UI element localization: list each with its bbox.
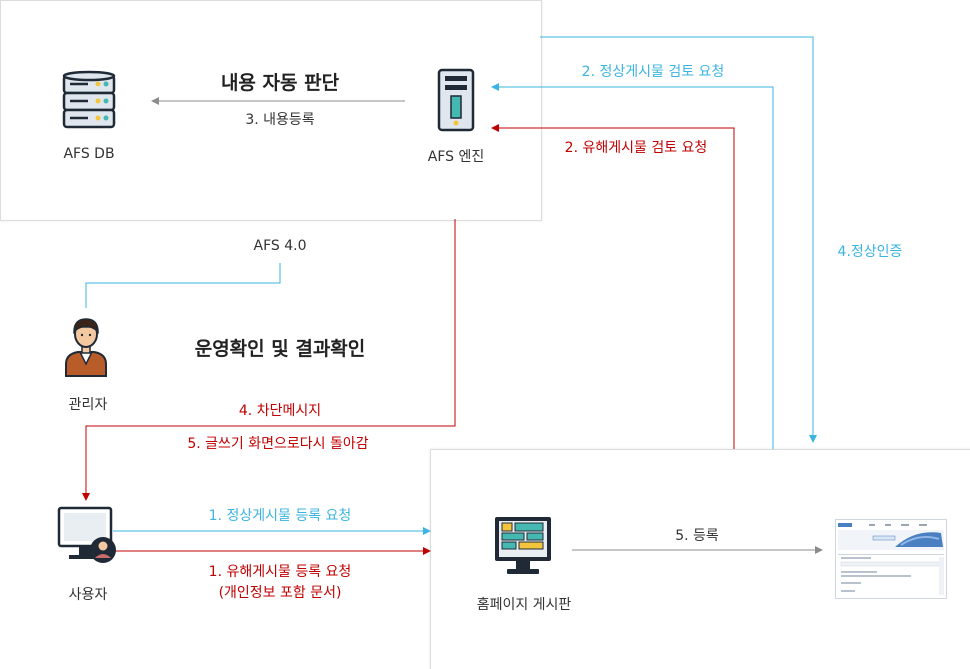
server-icon [437, 68, 475, 132]
admin-label: 관리자 [68, 397, 108, 413]
afs-version-label: AFS 4.0 [253, 238, 307, 254]
block-message-label: 4. 차단메시지 [238, 403, 322, 419]
arrow-harmful-review-request [491, 124, 735, 449]
admin-heading: 운영확인 및 결과확인 [194, 338, 366, 360]
normal-approval-label: 4.정상인증 [837, 244, 903, 260]
arrow-normal-review-request [491, 83, 774, 449]
afs-engine-label: AFS 엔진 [427, 149, 485, 165]
board-register-label: 5. 등록 [675, 528, 719, 544]
content-register-label: 3. 내용등록 [245, 112, 315, 128]
harmful-review-request-label: 2. 유해게시물 검토 요청 [564, 140, 708, 156]
normal-review-request-label: 2. 정상게시물 검토 요청 [581, 64, 725, 80]
webpage-thumbnail-icon [835, 519, 947, 599]
normal-post-request-label: 1. 정상게시물 등록 요청 [208, 508, 352, 524]
arrow-normal-approval [540, 36, 817, 443]
afs-db-label: AFS DB [63, 146, 115, 162]
user-label: 사용자 [68, 587, 108, 603]
arrow-block-message [82, 219, 456, 501]
board-monitor-icon [495, 517, 551, 574]
content-auto-judgement-heading: 내용 자동 판단 [220, 72, 340, 94]
return-to-write-label: 5. 글쓰기 화면으로다시 돌아감 [187, 436, 369, 452]
homepage-board-label: 홈페이지 게시판 [476, 597, 572, 613]
harmful-post-note-label: (개인정보 포함 문서) [218, 585, 342, 601]
database-icon [62, 70, 116, 129]
admin-connector-line [85, 263, 281, 308]
user-computer-icon [57, 506, 116, 563]
admin-person-icon [65, 318, 107, 377]
harmful-post-request-label: 1. 유해게시물 등록 요청 [208, 564, 352, 580]
